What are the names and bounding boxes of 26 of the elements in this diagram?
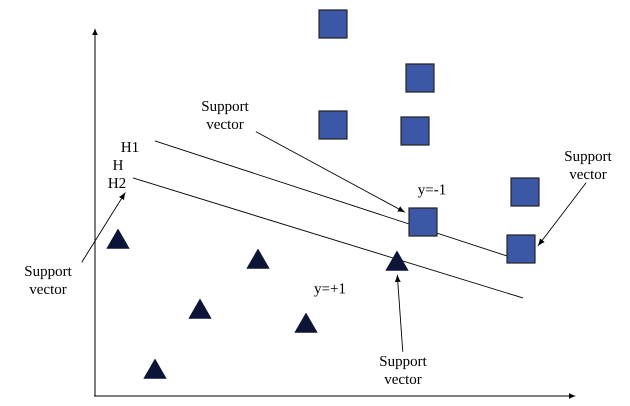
triangle-marker [143,358,167,379]
plane-label: y=+1 [314,283,346,297]
plane-label: H [113,160,123,170]
triangle-marker [385,250,409,271]
triangle-marker [246,248,270,269]
callout-text: Support vector [380,356,427,384]
square-marker [506,234,536,264]
leader-arrow [538,182,587,246]
callout-text: Support vector [202,100,249,130]
leader-arrow [81,192,126,263]
callout-text: Support vector [25,266,72,294]
triangle-marker [294,312,318,333]
leader-arrow [395,275,404,352]
callout-text: Support vector [565,150,612,180]
triangle-marker [106,228,130,249]
leader-arrow [255,131,405,212]
square-marker [400,116,430,146]
plane-label: y=-1 [418,184,446,198]
square-marker [405,63,435,93]
plane-label: H2 [108,178,126,188]
square-marker [510,177,540,207]
triangle-marker [188,298,212,319]
square-marker [318,9,348,39]
square-marker [408,207,438,237]
plane-label: H1 [121,142,138,152]
square-marker [318,110,348,140]
